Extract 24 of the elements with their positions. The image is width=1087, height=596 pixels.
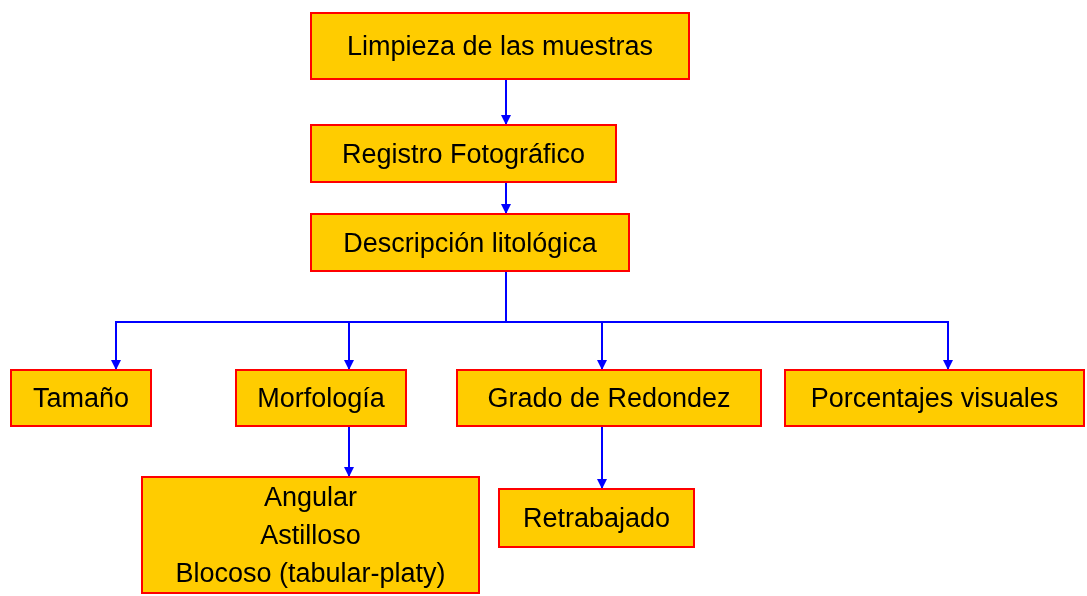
box-text: Descripción litológica [343, 226, 597, 260]
box-text: Retrabajado [522, 502, 671, 535]
process-box [310, 12, 690, 80]
process-box [141, 476, 480, 594]
box-text: Registro Fotográfico [341, 137, 586, 171]
box-text: Porcentajes visuales [810, 382, 1059, 415]
arrow [597, 426, 607, 489]
box-text: Grado de Redondez [487, 382, 731, 415]
arrow [501, 79, 511, 125]
box-text: Blocoso (tabular-platy) [175, 557, 446, 590]
process-box [784, 369, 1085, 427]
box-text: Angular [263, 481, 358, 514]
arrow [344, 426, 354, 477]
box-text: Morfología [257, 382, 385, 415]
box-text: Limpieza de las muestras [346, 30, 654, 63]
process-box [456, 369, 762, 427]
process-box [10, 369, 152, 427]
box-text: Tamaño [32, 382, 130, 415]
process-box [498, 488, 695, 548]
process-box [310, 124, 617, 183]
process-box [310, 213, 630, 272]
process-box [235, 369, 407, 427]
box-text: Astilloso [260, 519, 361, 552]
arrow [501, 182, 511, 214]
